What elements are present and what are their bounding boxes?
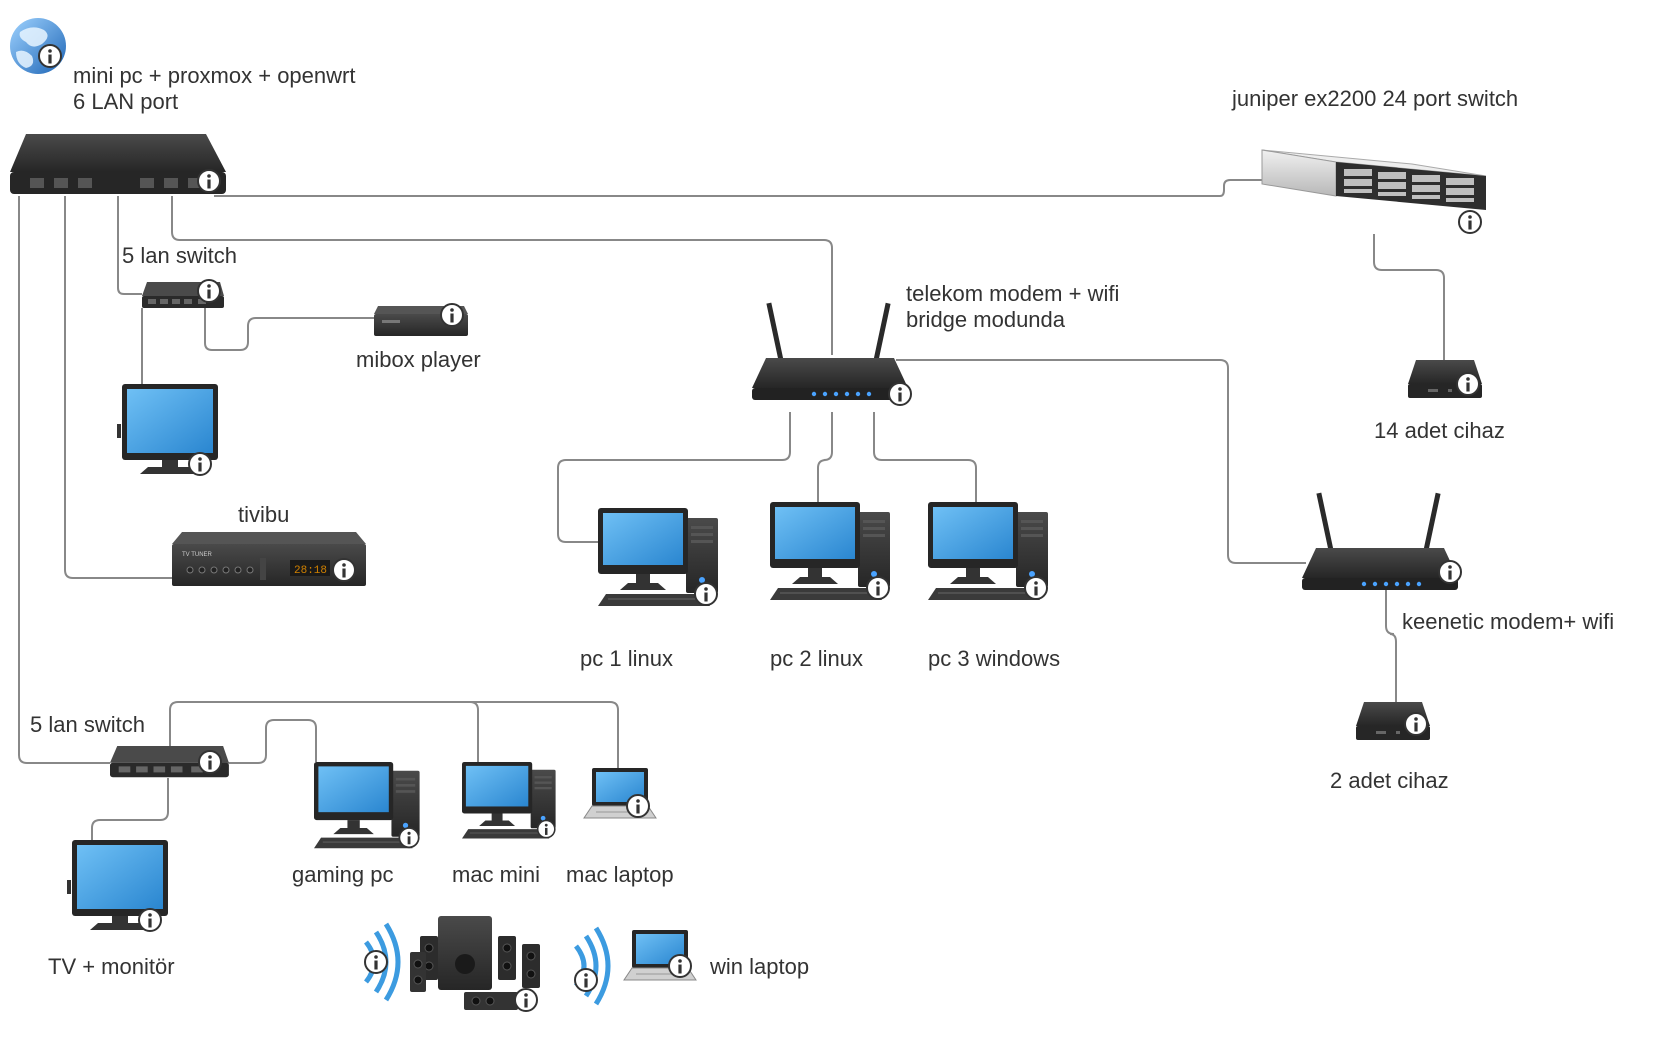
info-icon[interactable] [197, 169, 221, 193]
info-icon[interactable] [668, 954, 692, 978]
info-icon[interactable] [536, 819, 556, 839]
wifi-router-icon[interactable] [1302, 492, 1462, 590]
desktop-pc-icon[interactable] [927, 501, 1049, 601]
macmini-label: mac mini [452, 862, 541, 887]
wire-switch2-maclaptop [470, 701, 619, 768]
laptop-icon[interactable] [583, 767, 657, 819]
small-box-icon[interactable] [1408, 360, 1482, 398]
wire-juniper-14adet [1373, 234, 1445, 360]
pc2-label: pc 2 linux [770, 646, 863, 671]
wire-switch2-tvmonitor [91, 778, 169, 840]
info-icon[interactable] [1456, 372, 1480, 396]
info-icon[interactable] [138, 908, 162, 932]
media-box-icon[interactable] [374, 303, 468, 336]
minipc-label-line2: 6 LAN port [73, 89, 179, 114]
winlaptop-label: win laptop [710, 954, 810, 979]
switch1-label: 5 lan switch [122, 243, 237, 268]
info-icon[interactable] [1458, 210, 1482, 234]
telekom-label-line1: telekom modem + wifi [906, 281, 1120, 306]
info-icon[interactable] [1404, 712, 1428, 736]
wire-switch2-macmini [169, 701, 479, 762]
wire-telekom-keenetic [896, 359, 1306, 564]
info-icon[interactable] [1024, 576, 1048, 600]
wireless-signal-icon [573, 926, 611, 1006]
minipc-label-line1: mini pc + proxmox + openwrt [73, 63, 356, 88]
desktop-pc-icon[interactable] [597, 507, 719, 607]
switch2-label: 5 lan switch [30, 712, 145, 737]
desktop-pc-icon[interactable] [461, 761, 556, 839]
tvmonitor-label: TV + monitör [48, 954, 175, 979]
switch-icon[interactable] [142, 279, 224, 308]
info-icon[interactable] [398, 827, 420, 849]
keenetic-label: keenetic modem+ wifi [1402, 609, 1615, 634]
info-icon[interactable] [364, 950, 388, 974]
wire-switch1-mibox [204, 308, 374, 351]
small-box-icon[interactable] [1356, 702, 1430, 740]
info-icon[interactable] [38, 44, 62, 68]
info-icon[interactable] [188, 452, 212, 476]
switch-icon[interactable] [110, 746, 229, 778]
monitor-icon[interactable] [117, 384, 218, 476]
info-icon[interactable] [574, 968, 598, 992]
info-icon[interactable] [626, 794, 650, 818]
speaker-system-icon[interactable] [410, 916, 540, 1012]
wire-switch2-gaming [222, 719, 317, 764]
wire-minipc-juniper [214, 179, 1262, 197]
maclaptop-label: mac laptop [566, 862, 674, 887]
info-icon[interactable] [1438, 560, 1462, 584]
wire-minipc-telekom [171, 196, 833, 355]
info-icon[interactable] [694, 582, 718, 606]
info-icon[interactable] [197, 279, 221, 303]
laptop-icon[interactable] [623, 929, 697, 981]
mibox-label: mibox player [356, 347, 481, 372]
minipc-router-icon[interactable] [10, 134, 226, 194]
wire-telekom-pc1 [557, 412, 791, 543]
desktop-pc-icon[interactable] [769, 501, 891, 601]
info-icon[interactable] [888, 382, 912, 406]
globe-icon [10, 18, 66, 74]
info-icon[interactable] [866, 576, 890, 600]
14adet-label: 14 adet cihaz [1374, 418, 1505, 443]
tivibu-label: tivibu [238, 502, 290, 527]
telekom-label-line2: bridge modunda [906, 307, 1066, 332]
wire-minipc-switch2 [18, 196, 110, 764]
pc3-label: pc 3 windows [928, 646, 1061, 671]
tuner-brand-text: TV TUNER [182, 552, 213, 558]
rack-server-icon[interactable] [1261, 149, 1487, 234]
desktop-pc-icon[interactable] [313, 761, 421, 849]
wireless-signal-icon [363, 922, 401, 1002]
wire-minipc-tivibu [64, 196, 172, 579]
juniper-label: juniper ex2200 24 port switch [1232, 86, 1519, 111]
wire-minipc-switch1 [117, 196, 142, 295]
tuner-display-text: 28:18 [294, 565, 327, 577]
info-icon[interactable] [332, 558, 356, 582]
tv-tuner-icon[interactable]: TV TUNER 28:18 [172, 532, 366, 586]
2adet-label: 2 adet cihaz [1330, 768, 1449, 793]
info-icon[interactable] [440, 303, 464, 327]
wire-telekom-pc3 [873, 412, 977, 502]
wire-keenetic-2adet [1385, 590, 1397, 702]
info-icon[interactable] [514, 988, 538, 1012]
connection-wires [18, 179, 1445, 840]
wire-telekom-pc2 [817, 412, 833, 502]
monitor-icon[interactable] [67, 840, 168, 932]
pc1-label: pc 1 linux [580, 646, 673, 671]
gaming-label: gaming pc [292, 862, 394, 887]
info-icon[interactable] [198, 750, 222, 774]
